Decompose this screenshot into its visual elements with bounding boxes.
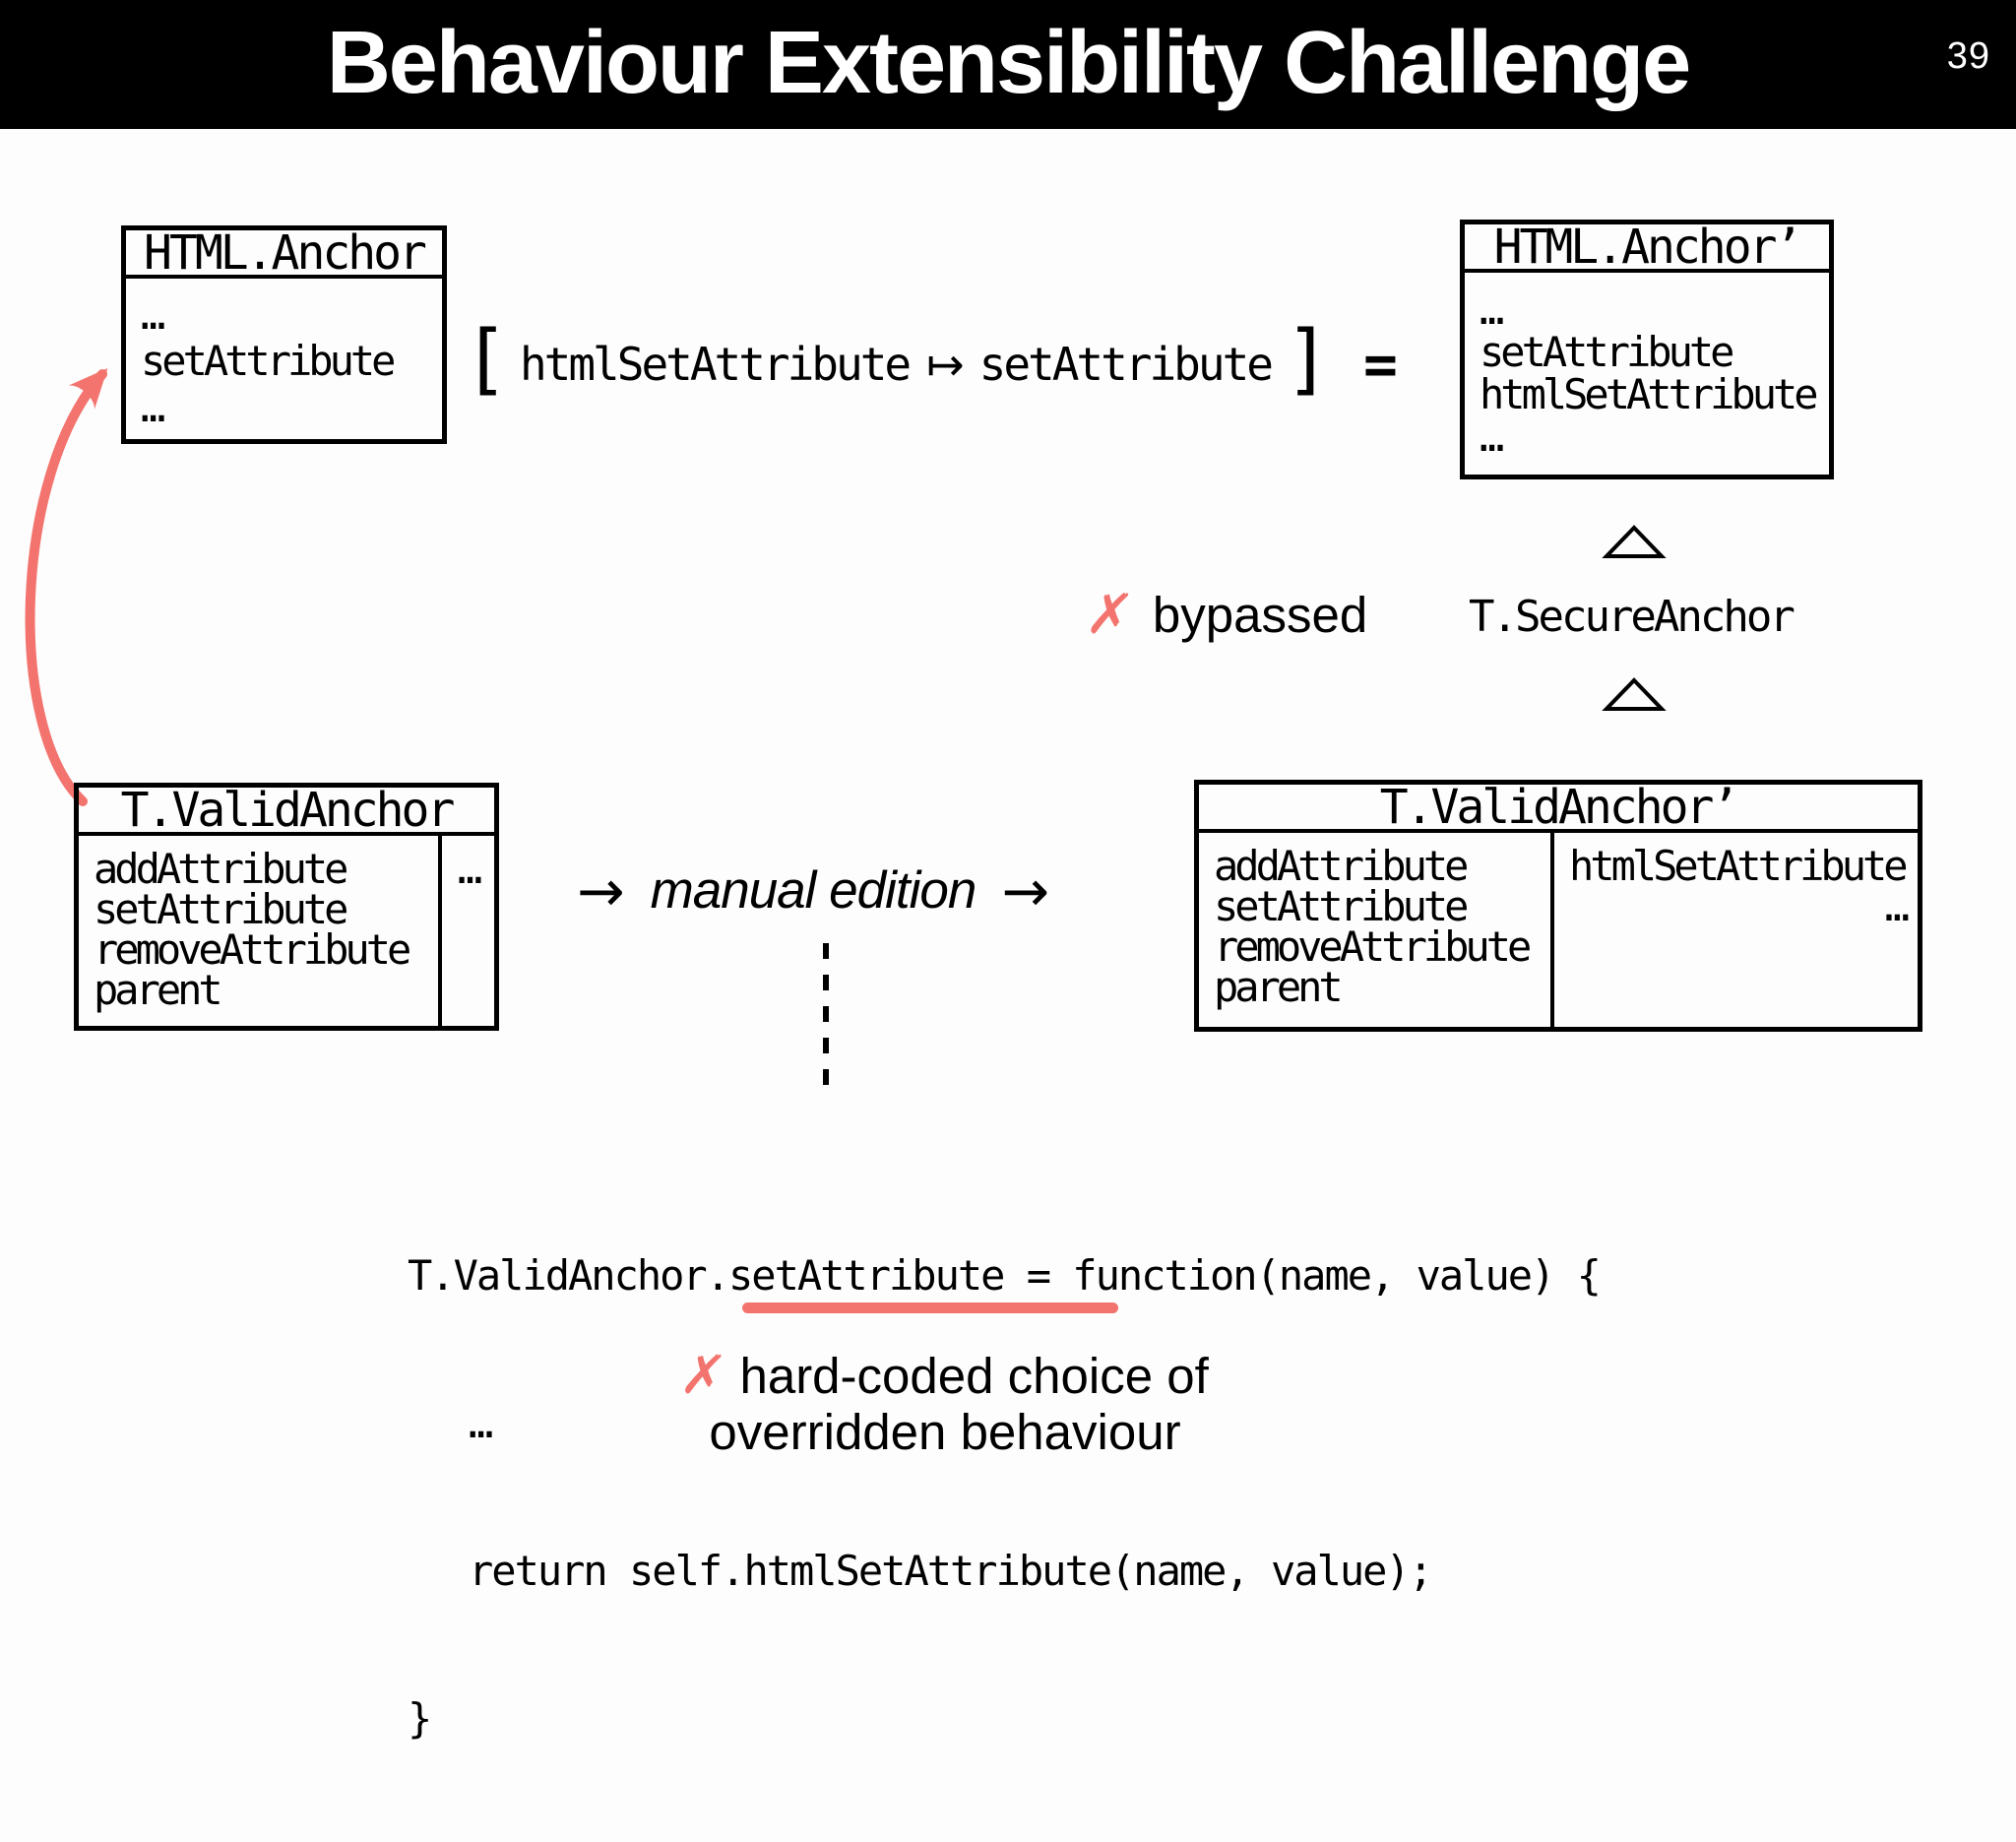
class-title: T.ValidAnchor’ <box>1199 784 1918 833</box>
bypassed-annotation: ✗ bypassed <box>1082 583 1368 647</box>
member: removeAttribute <box>94 925 411 974</box>
close-bracket: ] <box>1284 315 1331 404</box>
page-number: 39 <box>1946 35 1990 77</box>
cross-icon: ✗ <box>676 1344 730 1406</box>
manual-edition-annotation: → manual edition → <box>577 860 1049 921</box>
new-member-column: htmlSetAttribute … <box>1550 833 1918 1027</box>
member: setAttribute <box>1480 328 1734 376</box>
class-members: … setAttribute htmlSetAttribute … <box>1465 273 1829 458</box>
member: … <box>1480 286 1504 334</box>
member: addAttribute <box>1214 842 1469 890</box>
hardcoded-line-1: ✗hard-coded choice of <box>591 1344 1299 1406</box>
class-box-valid-anchor: T.ValidAnchor addAttribute setAttribute … <box>74 783 499 1031</box>
more-members: … <box>1884 882 1910 930</box>
more-members-column: … <box>438 836 494 1026</box>
code-highlight: htmlSetAttribute <box>743 1547 1112 1595</box>
inheritance-triangle-top-icon <box>1602 525 1667 558</box>
member: parent <box>1214 963 1344 1011</box>
code-text: return self. <box>469 1547 745 1595</box>
code-text: (name, value); <box>1110 1547 1433 1595</box>
cross-icon: ✗ <box>1082 583 1138 647</box>
member-column: addAttribute setAttribute removeAttribut… <box>79 836 438 1026</box>
member: … <box>141 290 165 339</box>
member: parent <box>94 966 223 1014</box>
hardcoded-text-1: hard-coded choice of <box>739 1348 1209 1404</box>
class-title: HTML.Anchor’ <box>1465 223 1829 273</box>
member: htmlSetAttribute <box>1569 842 1909 890</box>
class-box-html-anchor-prime: HTML.Anchor’ … setAttribute htmlSetAttri… <box>1460 220 1834 479</box>
member: … <box>1480 413 1504 461</box>
class-members: … setAttribute … <box>126 279 442 430</box>
class-title: T.ValidAnchor <box>79 787 494 836</box>
rename-source: htmlSetAttribute <box>519 338 912 391</box>
slide-header: Behaviour Extensibility Challenge 39 <box>0 0 2016 129</box>
hardcoded-text-2: overridden behaviour <box>709 1404 1181 1460</box>
inheritance-triangle-bottom-icon <box>1602 677 1667 711</box>
bypassed-label: bypassed <box>1152 587 1368 643</box>
class-box-valid-anchor-prime: T.ValidAnchor’ addAttribute setAttribute… <box>1194 780 1922 1032</box>
open-bracket: [ <box>463 315 509 404</box>
class-title: HTML.Anchor <box>126 229 442 279</box>
highlight-underline <box>742 1302 1118 1313</box>
code-line: return self.htmlSetAttribute(name, value… <box>408 1547 1600 1596</box>
code-line: } <box>408 1694 432 1743</box>
arrow-right-icon: → <box>577 857 625 924</box>
code-snippet: T.ValidAnchor.setAttribute = function(na… <box>408 1153 1602 1842</box>
rename-expression: [ htmlSetAttribute ↦ setAttribute ] = <box>463 315 1398 405</box>
maps-to-icon: ↦ <box>926 338 965 391</box>
member: setAttribute <box>94 885 348 933</box>
code-line: T.ValidAnchor.setAttribute = function(na… <box>408 1251 1602 1300</box>
member-column: addAttribute setAttribute removeAttribut… <box>1199 833 1550 1027</box>
member: setAttribute <box>1214 882 1469 930</box>
hardcoded-annotation: ✗hard-coded choice of overridden behavio… <box>591 1344 1299 1460</box>
class-members: addAttribute setAttribute removeAttribut… <box>79 836 494 1026</box>
member: htmlSetAttribute <box>1480 370 1819 418</box>
member: removeAttribute <box>1214 922 1532 971</box>
override-arrow <box>25 368 108 806</box>
rename-target: setAttribute <box>978 338 1274 391</box>
slide-title: Behaviour Extensibility Challenge <box>326 14 1691 112</box>
class-members: addAttribute setAttribute removeAttribut… <box>1199 833 1918 1027</box>
member: … <box>141 383 165 431</box>
class-box-html-anchor: HTML.Anchor … setAttribute … <box>121 225 447 444</box>
manual-edition-label: manual edition <box>650 861 977 920</box>
code-line: … <box>469 1399 493 1447</box>
arrow-right-icon: → <box>1001 857 1049 924</box>
equals-sign: = <box>1362 331 1398 398</box>
secure-anchor-label: T.SecureAnchor <box>1469 592 1796 642</box>
member: addAttribute <box>94 845 348 893</box>
member: setAttribute <box>141 337 396 385</box>
